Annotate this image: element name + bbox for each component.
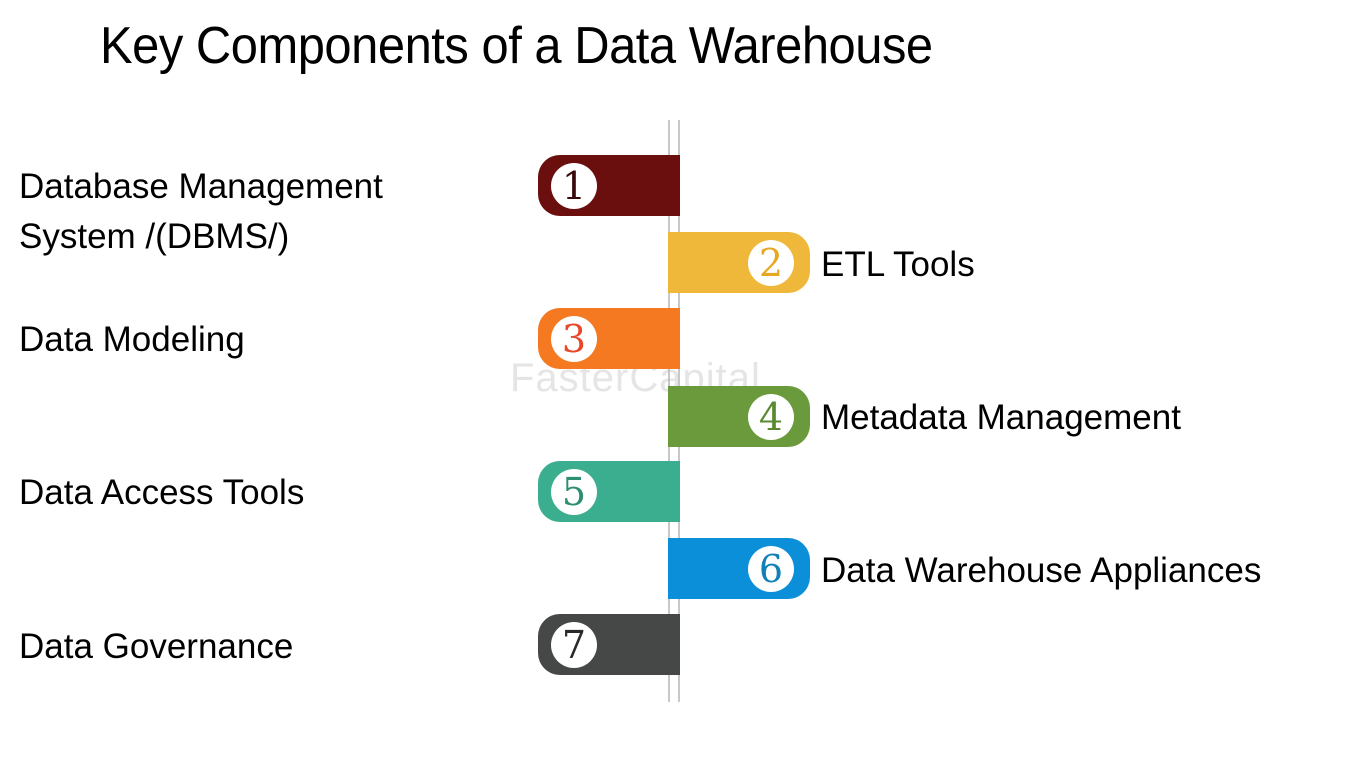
component-label-1-line2: System /(DBMS/) (19, 217, 290, 256)
flag-6: 6 (668, 538, 810, 599)
flag-7: 7 (538, 614, 680, 675)
number-badge-7: 7 (551, 622, 597, 668)
flag-2: 2 (668, 232, 810, 293)
number-badge-5: 5 (551, 469, 597, 515)
number-badge-6: 6 (748, 546, 794, 592)
number-badge-3: 3 (551, 316, 597, 362)
component-label-5: Data Access Tools (19, 473, 305, 512)
component-label-4: Metadata Management (821, 398, 1181, 437)
page-title: Key Components of a Data Warehouse (100, 17, 933, 75)
component-label-6: Data Warehouse Appliances (821, 551, 1262, 590)
component-label-1-line1: Database Management (19, 167, 383, 206)
number-badge-4: 4 (748, 394, 794, 440)
flag-3: 3 (538, 308, 680, 369)
flag-4: 4 (668, 386, 810, 447)
component-label-1: Database Management System /(DBMS/) (19, 162, 383, 262)
component-label-3: Data Modeling (19, 320, 245, 359)
flag-5: 5 (538, 461, 680, 522)
number-badge-2: 2 (748, 240, 794, 286)
component-label-7: Data Governance (19, 627, 294, 666)
flag-1: 1 (538, 155, 680, 216)
component-label-2: ETL Tools (821, 245, 975, 284)
number-badge-1: 1 (551, 163, 597, 209)
